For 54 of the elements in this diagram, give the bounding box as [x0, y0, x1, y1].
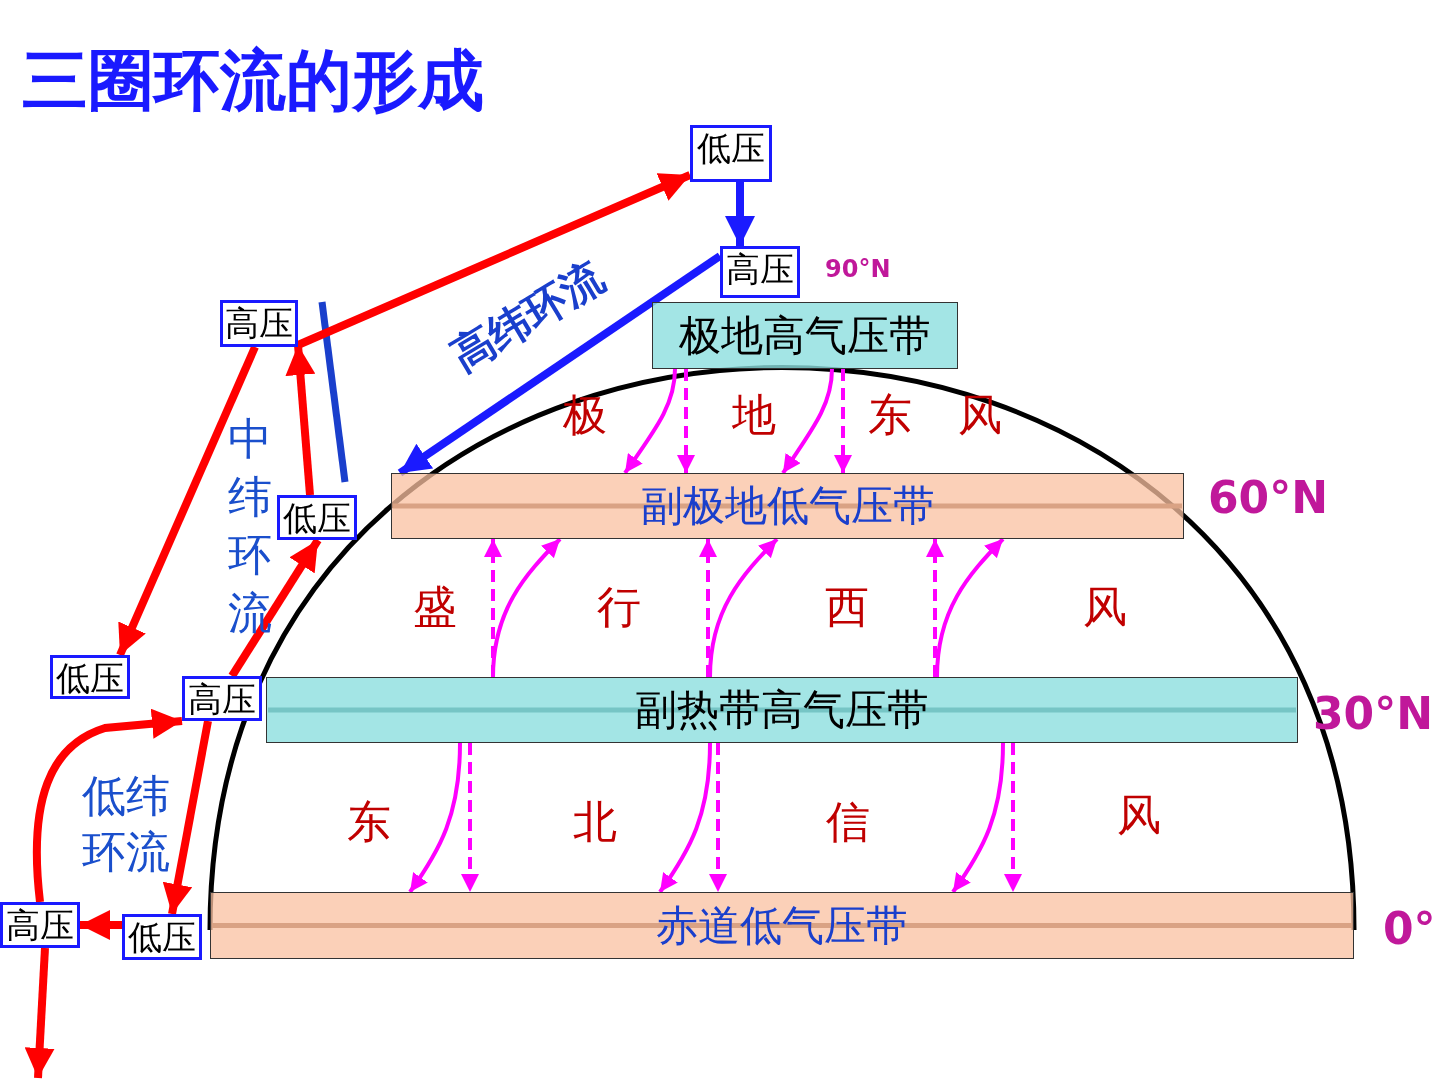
wind-label: 东 [347, 795, 391, 849]
wind-label: 风 [1117, 788, 1161, 842]
dashed-arrow [709, 743, 727, 892]
wind-label: 东 [868, 388, 912, 442]
arrow [491, 537, 562, 678]
circulation-label: 高纬环流 [442, 251, 614, 383]
low-pressure-belt: 副极地低气压带 [391, 473, 1184, 539]
wind-label: 行 [597, 580, 641, 634]
pressure-box: 高压 [182, 676, 262, 721]
high-pressure-belt: 副热带高气压带 [266, 677, 1298, 743]
dashed-arrow [677, 369, 695, 473]
wind-label: 盛 [413, 580, 457, 634]
wind-label: 西 [825, 580, 869, 634]
dashed-arrow [834, 369, 852, 473]
wind-label: 风 [1083, 580, 1127, 634]
pressure-box: 高压 [720, 246, 800, 298]
arrow [658, 742, 712, 894]
arrow [725, 182, 755, 246]
arrow [781, 368, 834, 475]
arrow [623, 368, 677, 475]
dashed-arrow [926, 539, 944, 677]
wind-label: 极 [563, 388, 607, 442]
arrow [116, 345, 259, 657]
arrow [32, 708, 183, 903]
dashed-arrow [1004, 743, 1022, 892]
latitude-label: 0° [1383, 903, 1436, 954]
wind-label: 地 [732, 388, 776, 442]
wind-label: 风 [958, 388, 1002, 442]
low-pressure-belt: 赤道低气压带 [210, 892, 1354, 959]
pressure-box: 高压 [220, 300, 298, 347]
dashed-arrow [699, 539, 717, 677]
arrow [296, 171, 692, 349]
arrow [285, 344, 316, 496]
page-title: 三圈环流的形成 [22, 41, 484, 121]
arrow [80, 910, 122, 940]
arrow [708, 537, 779, 678]
wind-label: 北 [573, 795, 617, 849]
wind-label: 信 [826, 795, 870, 849]
circulation-label: 中纬环流 [228, 412, 273, 640]
latitude-label: 60°N [1208, 472, 1329, 523]
arrow [408, 742, 462, 894]
circulation-label: 低纬环流 [82, 769, 171, 879]
pressure-box: 低压 [122, 914, 202, 960]
arrow [24, 947, 55, 1079]
latitude-label: 90°N [825, 255, 891, 283]
pressure-box: 低压 [50, 655, 130, 699]
arrow [935, 537, 1005, 678]
pressure-box: 低压 [690, 125, 772, 182]
arrow [951, 742, 1005, 894]
pressure-box: 高压 [0, 902, 80, 948]
dashed-arrow [461, 743, 479, 892]
arrow [162, 720, 212, 915]
high-pressure-belt: 极地高气压带 [652, 302, 958, 369]
pressure-box: 低压 [277, 495, 357, 540]
